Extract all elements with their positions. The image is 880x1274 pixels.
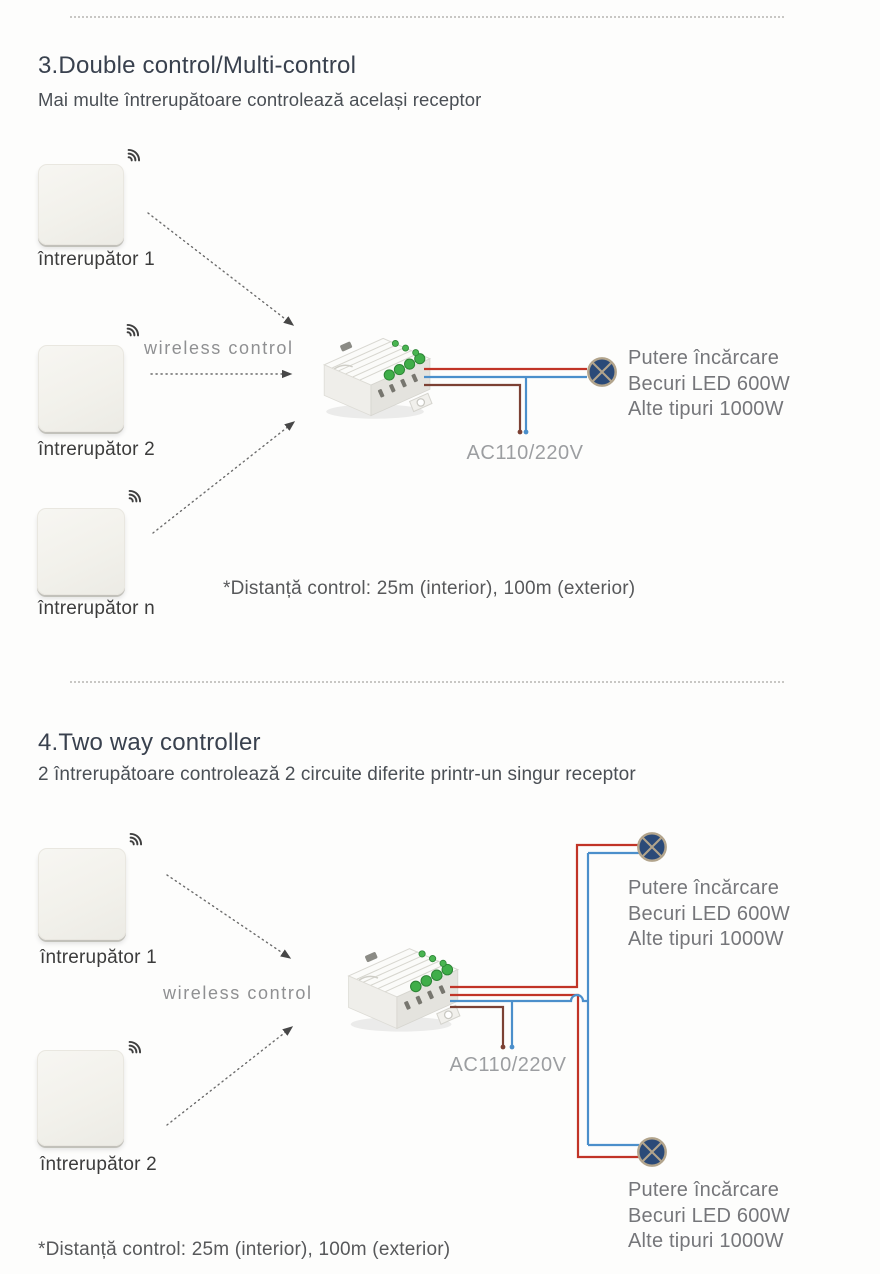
ac-terminal-dot [500,1044,506,1050]
load-power-title: Putere încărcare [628,1179,780,1201]
switch-label-2: întrerupător 2 [40,1154,157,1175]
ac-terminal-dot [523,429,529,435]
lamp-icon [587,357,617,387]
load-led-rating: Becuri LED 600W [628,902,790,925]
ac-voltage-label: AC110/220V [466,442,584,464]
lamp-icon-top [637,832,667,862]
switch-panel-n [37,508,125,595]
section3-title: 3.Double control/Multi-control [38,52,357,79]
load-power-title: Putere încărcare [628,877,780,899]
load-rating-block: Putere încărcare Becuri LED 600W Alte ti… [628,346,790,423]
switch-panel-2 [37,1050,124,1146]
wifi-icon [124,487,144,507]
ac-voltage-label: AC110/220V [449,1054,567,1076]
receiver-device [323,337,433,420]
load-other-rating: Alte tipuri 1000W [628,928,784,950]
wireless-control-label: wireless control [163,983,313,1003]
switch-label-n: întrerupător n [38,598,155,619]
wireless-signal-arrows [147,212,296,534]
switch-panel-1 [38,164,124,245]
distance-note: *Distanță control: 25m (interior), 100m … [38,1239,451,1260]
switch-panel-1 [38,848,126,940]
switch-label-1: întrerupător 1 [38,249,155,270]
switch-label-1: întrerupător 1 [40,947,157,968]
section-divider-top [70,16,784,18]
live-wire-circuit1 [450,843,639,989]
distance-note: *Distanță control: 25m (interior), 100m … [223,578,636,599]
line-in-wire [424,383,522,430]
wifi-icon [123,146,143,166]
section4-subtitle: 2 întrerupătoare controlează 2 circuite … [38,764,636,785]
ac-terminal-dot [509,1044,515,1050]
wifi-icon [125,830,145,850]
load-led-rating: Becuri LED 600W [628,1204,790,1227]
load-other-rating: Alte tipuri 1000W [628,1230,784,1252]
load-rating-block-bottom: Putere încărcare Becuri LED 600W Alte ti… [628,1178,790,1255]
load-power-title: Putere încărcare [628,347,780,369]
wifi-icon [122,321,142,341]
switch-panel-2 [38,345,124,432]
receiver-device [347,947,461,1033]
section-divider-middle [70,681,784,683]
wifi-icon [124,1038,144,1058]
neutral-wire [450,993,588,1003]
wires [450,843,639,1159]
load-rating-block-top: Putere încărcare Becuri LED 600W Alte ti… [628,876,790,953]
section3-subtitle: Mai multe întrerupătoare controlează ace… [38,89,482,110]
load-other-rating: Alte tipuri 1000W [628,398,784,420]
load-led-rating: Becuri LED 600W [628,372,790,395]
switch-label-2: întrerupător 2 [38,439,155,460]
lamp-icon-bottom [637,1137,667,1167]
line-in-wire [450,1005,505,1045]
wires [424,367,587,430]
section4-title: 4.Two way controller [38,729,261,756]
wireless-control-label: wireless control [144,338,294,358]
ac-terminal-dot [517,429,523,435]
